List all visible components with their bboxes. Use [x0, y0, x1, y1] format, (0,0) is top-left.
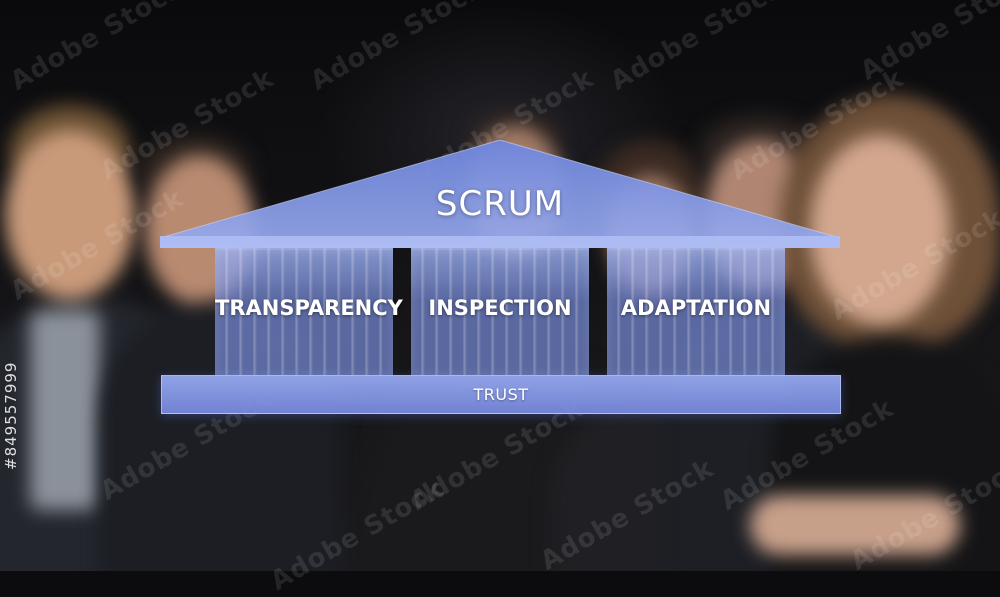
pillar-label: TRANSPARENCY	[215, 296, 403, 320]
stock-id-text: #849557999	[2, 361, 20, 470]
roof-title: SCRUM	[435, 184, 565, 224]
pillar-transparency: TRANSPARENCY	[215, 248, 403, 376]
person-right-woman	[750, 95, 1000, 571]
stock-id-vertical: #849557999	[2, 362, 20, 470]
pillar-label: INSPECTION	[428, 296, 572, 320]
roof-triangle-shape	[160, 140, 840, 248]
pillar-inspection: INSPECTION	[411, 248, 589, 376]
pillar-adaptation: ADAPTATION	[607, 248, 785, 376]
pillar-label: ADAPTATION	[620, 296, 772, 320]
temple-base: TRUST	[161, 375, 841, 414]
temple-roof: SCRUM	[160, 140, 840, 248]
blurred-team-photo-background	[0, 0, 1000, 571]
base-label: TRUST	[473, 385, 529, 404]
